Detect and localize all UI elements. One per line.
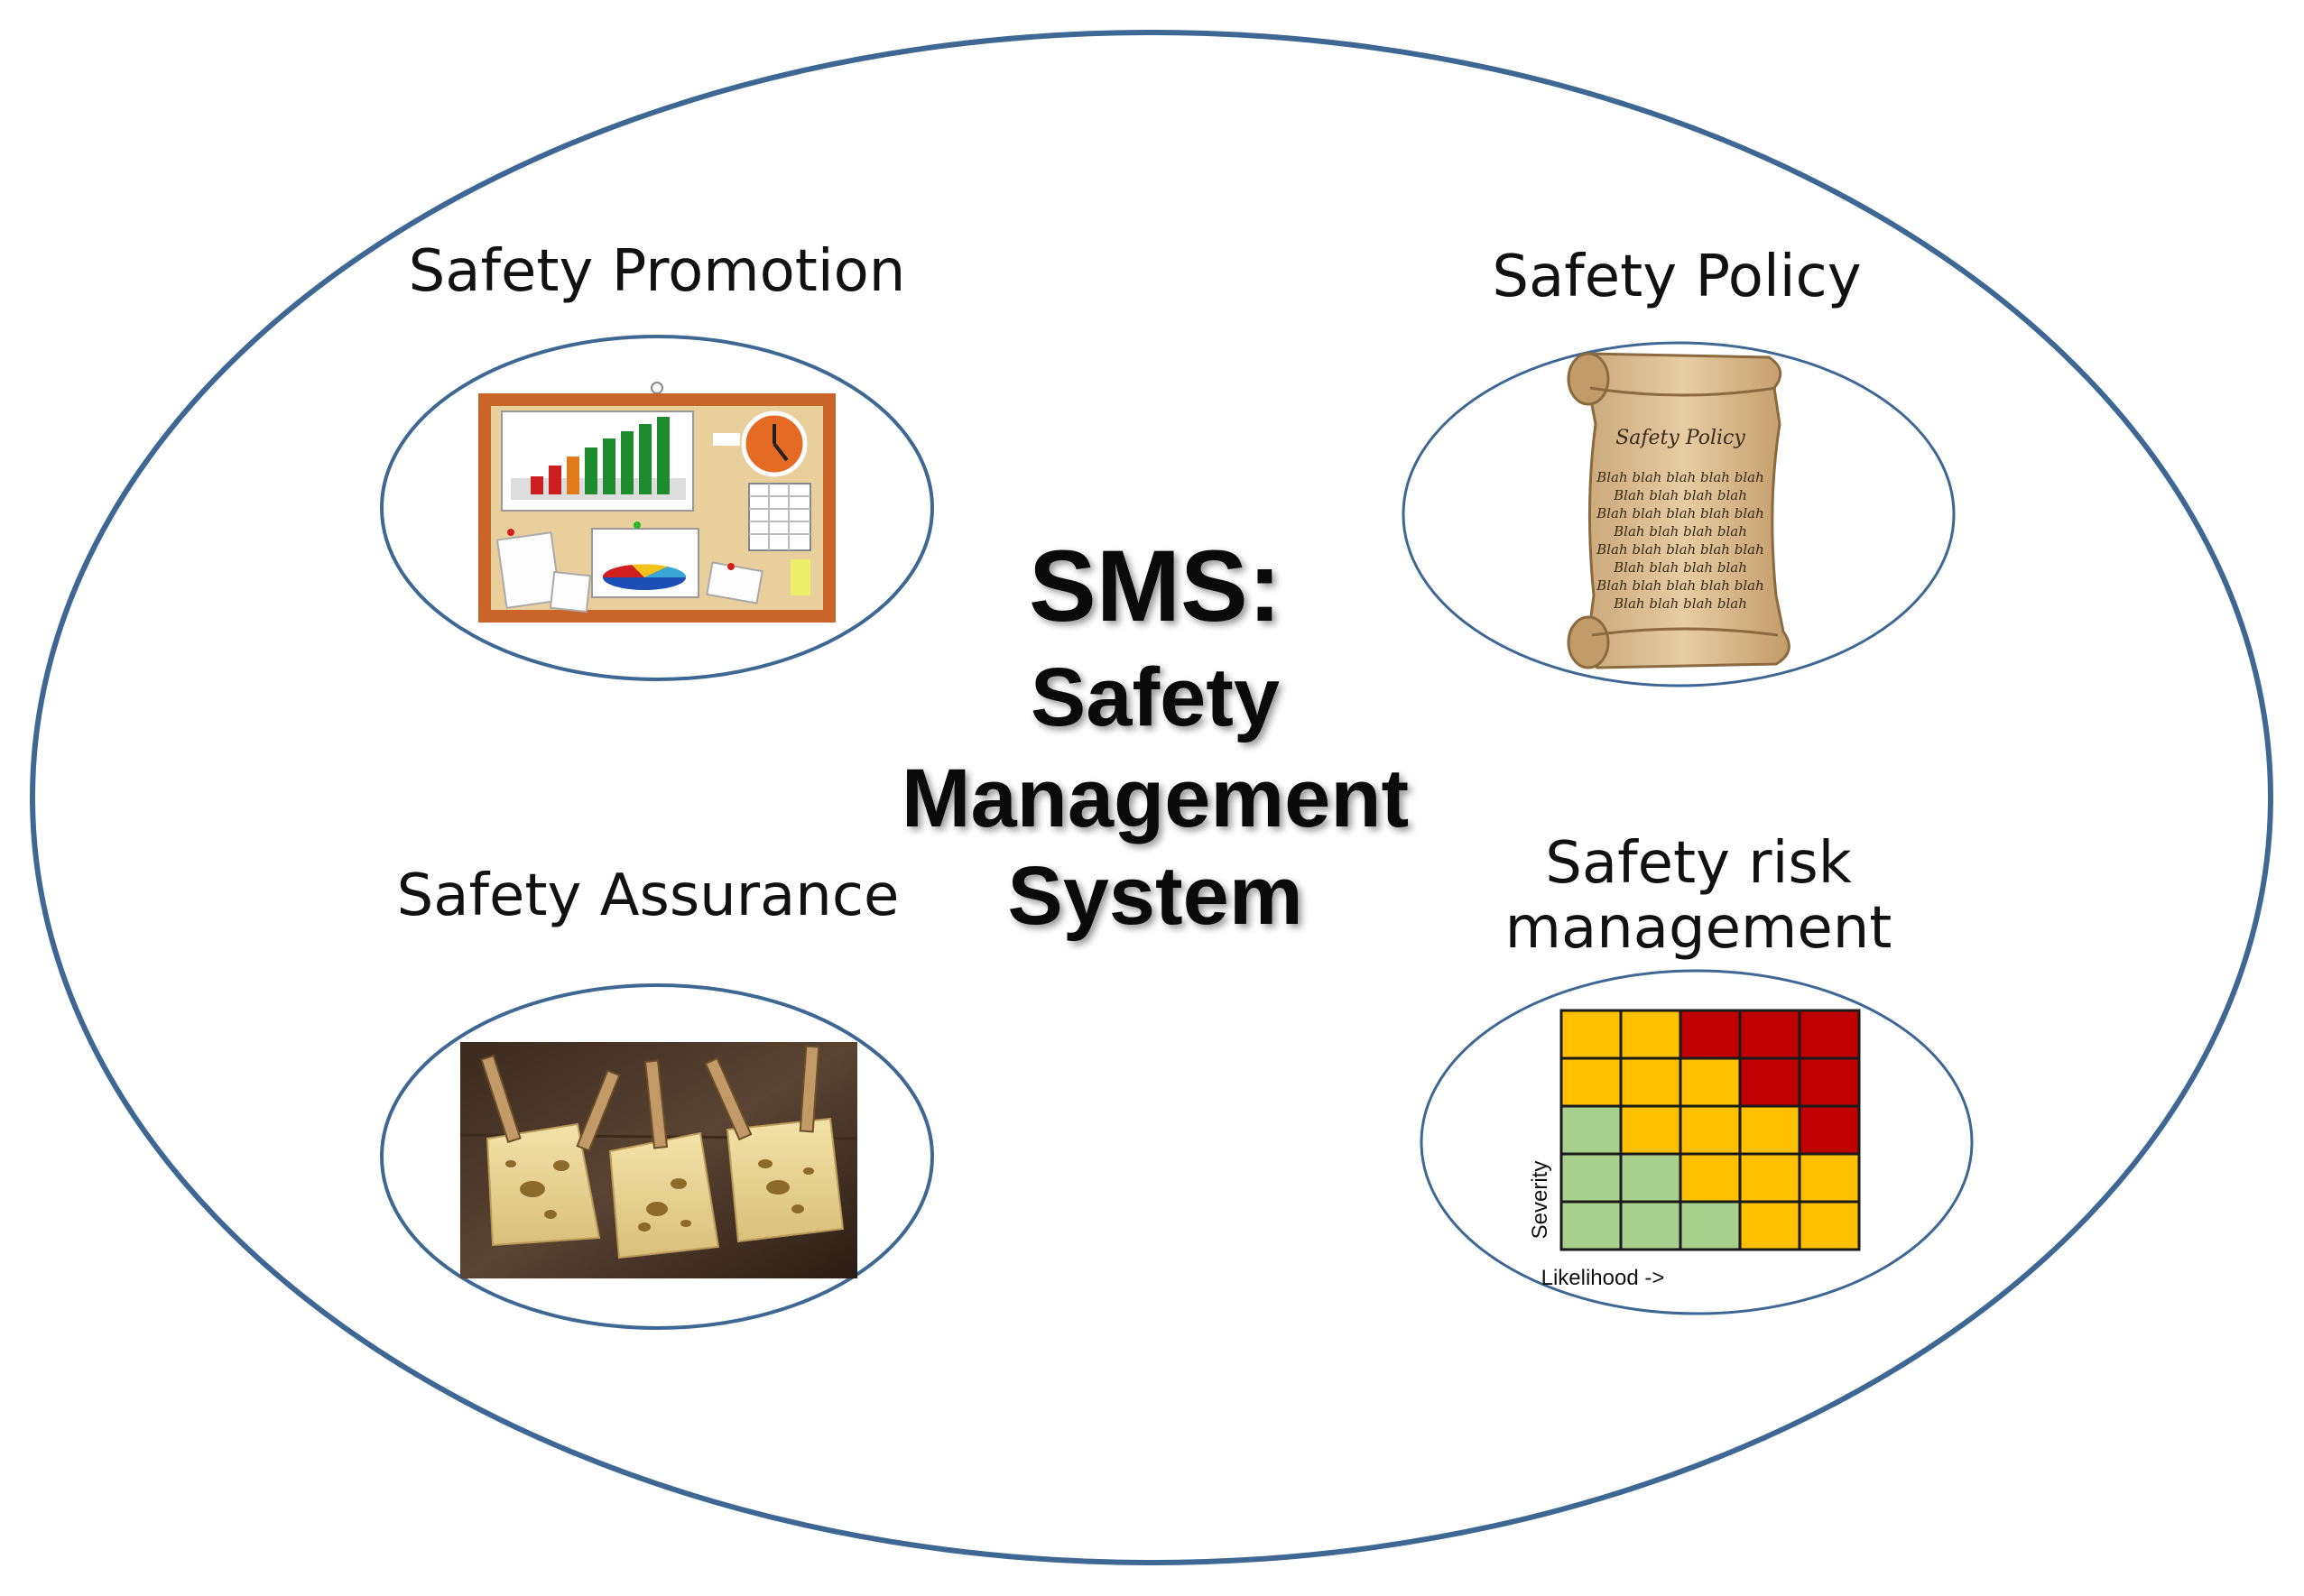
risk-cell (1740, 1010, 1800, 1058)
risk-label-line1: Safety risk (1545, 830, 1852, 897)
risk-cell (1621, 1010, 1680, 1058)
risk-cell (1800, 1202, 1859, 1250)
risk-cell (1740, 1058, 1800, 1106)
center-title-system: System (1007, 850, 1302, 942)
risk-cell (1740, 1106, 1800, 1154)
risk-cell (1680, 1154, 1740, 1202)
risk-cell (1621, 1058, 1680, 1106)
risk-cell (1740, 1154, 1800, 1202)
scroll-text-line: Blah blah blah blah blah (1596, 541, 1764, 558)
center-title-management: Management (902, 752, 1409, 844)
promotion-label: Safety Promotion (409, 238, 906, 305)
likelihood-axis-label: Likelihood -> (1541, 1266, 1665, 1290)
assurance-label: Safety Assurance (397, 863, 900, 929)
risk-cell (1800, 1010, 1859, 1058)
risk-label-line2: management (1505, 895, 1892, 962)
scroll-text-line: Blah blah blah blah (1613, 595, 1747, 612)
risk-cell (1740, 1202, 1800, 1250)
scroll-text-line: Blah blah blah blah (1613, 523, 1747, 540)
severity-axis-label: Severity (1528, 1161, 1552, 1240)
swiss-cheese-icon (460, 1042, 857, 1278)
scroll-text-line: Blah blah blah blah blah (1596, 577, 1764, 594)
risk-cell (1561, 1202, 1621, 1250)
risk-cell (1561, 1058, 1621, 1106)
policy-label: Safety Policy (1492, 244, 1861, 310)
risk-cell (1680, 1202, 1740, 1250)
risk-cell (1621, 1202, 1680, 1250)
risk-cell (1561, 1010, 1621, 1058)
scroll-text-line: Blah blah blah blah blah (1596, 469, 1764, 485)
risk-cell (1561, 1106, 1621, 1154)
risk-cell (1800, 1154, 1859, 1202)
risk-cell (1621, 1106, 1680, 1154)
risk-cell (1800, 1106, 1859, 1154)
risk-cell (1621, 1154, 1680, 1202)
risk-cell (1800, 1058, 1859, 1106)
risk-cell (1680, 1058, 1740, 1106)
scroll-icon: Safety Policy Blah blah blah blah blahBl… (1568, 354, 1789, 668)
risk-cell (1561, 1154, 1621, 1202)
center-title-sms: SMS: (1029, 530, 1282, 642)
risk-matrix-icon (1561, 1010, 1859, 1250)
risk-cell (1680, 1010, 1740, 1058)
scroll-text-line: Blah blah blah blah blah (1596, 505, 1764, 521)
risk-cell (1680, 1106, 1740, 1154)
scroll-title: Safety Policy (1615, 427, 1745, 449)
scroll-text-line: Blah blah blah blah (1613, 487, 1747, 503)
scroll-text-line: Blah blah blah blah (1613, 559, 1747, 576)
center-title-safety: Safety (1031, 651, 1280, 743)
center-title: SMS: Safety Management System (902, 530, 1409, 942)
bulletin-board-icon (478, 383, 836, 623)
